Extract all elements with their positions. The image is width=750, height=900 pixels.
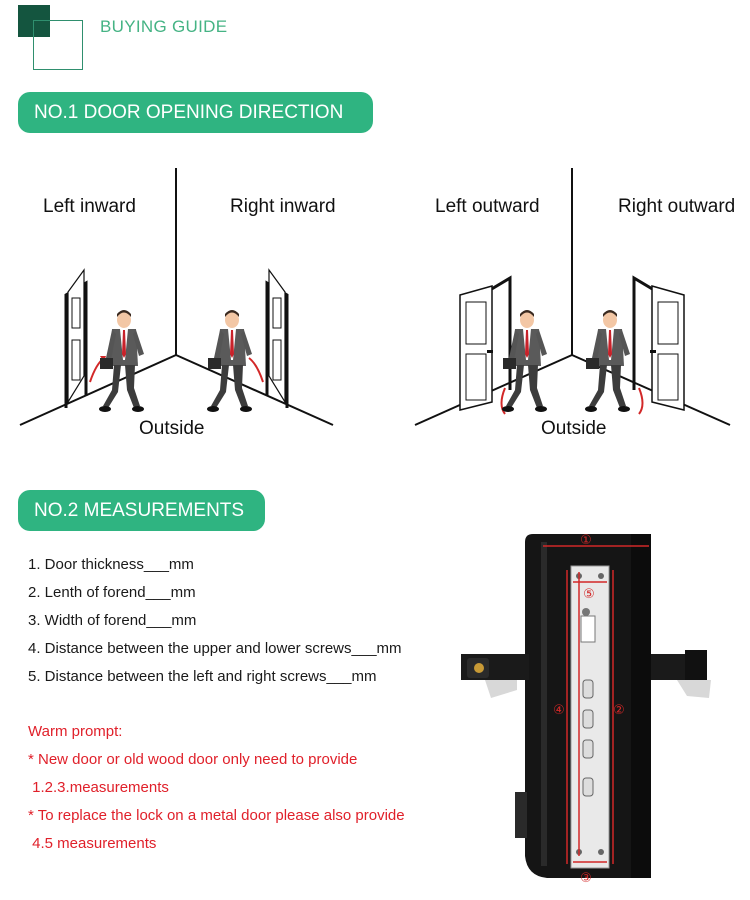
- label-left-inward: Left inward: [43, 196, 136, 217]
- measurement-item: 1. Door thickness___mm: [28, 556, 194, 573]
- door-direction-diagram: Left inward Right inward Left outward Ri…: [0, 150, 750, 450]
- label-outside-outward: Outside: [541, 418, 607, 439]
- page-title: BUYING GUIDE: [100, 17, 228, 36]
- warm-prompt-line: 4.5 measurements: [28, 835, 157, 852]
- warm-prompt-line: * New door or old wood door only need to…: [28, 751, 358, 768]
- logo-solid-square: [18, 5, 50, 37]
- outward-room: [414, 168, 731, 426]
- warm-prompt-line: 1.2.3.measurements: [28, 779, 169, 796]
- label-left-outward: Left outward: [435, 196, 540, 217]
- logo-outline-square: [33, 20, 83, 70]
- marker-4: ④: [553, 703, 565, 718]
- warm-prompt: Warm prompt: * New door or old wood door…: [28, 723, 405, 863]
- marker-1: ①: [580, 533, 592, 548]
- section-header-door-direction: NO.1 DOOR OPENING DIRECTION: [18, 92, 373, 133]
- measurement-item: 4. Distance between the upper and lower …: [28, 640, 402, 657]
- inward-room: [19, 168, 334, 426]
- label-right-outward: Right outward: [618, 196, 736, 217]
- section-header-measurements: NO.2 MEASUREMENTS: [18, 490, 265, 531]
- measurement-item: 3. Width of forend___mm: [28, 612, 197, 629]
- label-outside-inward: Outside: [139, 418, 205, 439]
- lock-measurement-photo: ① ② ③ ④ ⑤: [455, 530, 745, 890]
- warm-prompt-line: * To replace the lock on a metal door pl…: [28, 807, 405, 824]
- door-diagram-illustration: [19, 168, 731, 426]
- measurement-item: 5. Distance between the left and right s…: [28, 668, 377, 685]
- brand-logo: [18, 5, 86, 73]
- marker-5: ⑤: [583, 587, 595, 602]
- warm-prompt-title: Warm prompt:: [28, 723, 123, 740]
- marker-3: ③: [580, 871, 592, 886]
- measurement-item: 2. Lenth of forend___mm: [28, 584, 196, 601]
- lock-illustration: ① ② ③ ④ ⑤: [461, 533, 711, 886]
- marker-2: ②: [613, 703, 625, 718]
- measurement-list: 1. Door thickness___mm 2. Lenth of foren…: [28, 556, 402, 696]
- label-right-inward: Right inward: [230, 196, 336, 217]
